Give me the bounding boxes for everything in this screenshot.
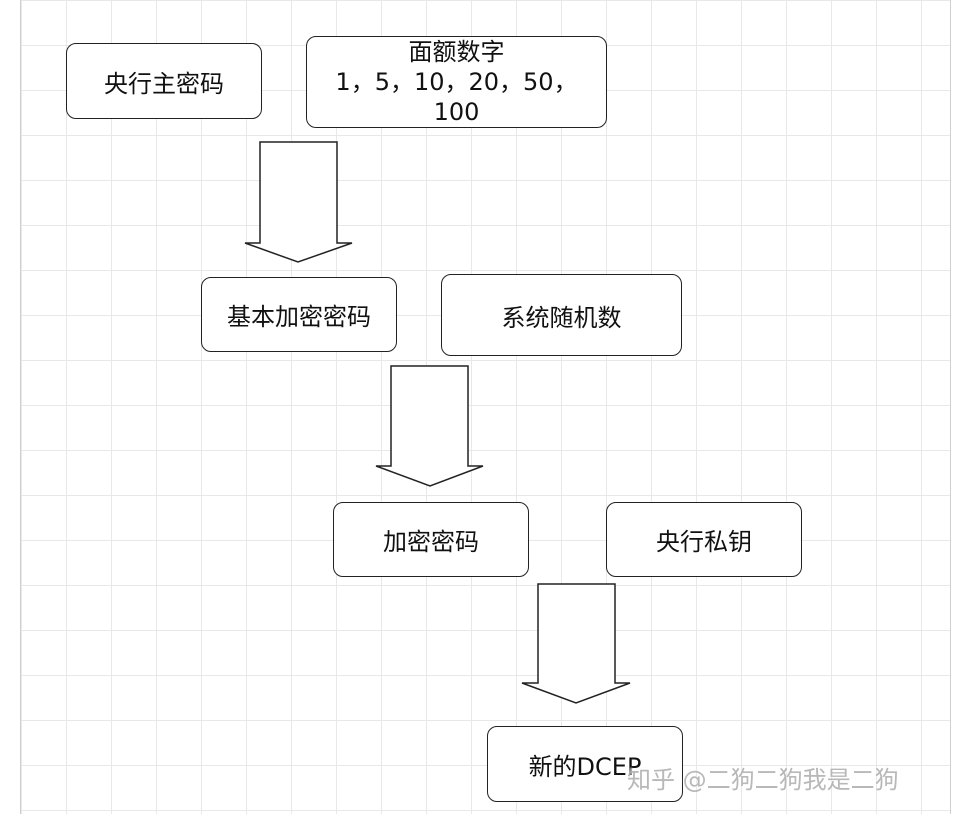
node-title: 面额数字 — [408, 38, 505, 66]
node-label: 加密密码 — [383, 528, 479, 556]
node-encryption-key: 加密密码 — [333, 502, 529, 577]
node-values-line1: 1，5，10，20，50， — [335, 68, 578, 96]
node-label: 新的DCEP — [528, 752, 642, 781]
node-label: 基本加密密码 — [227, 303, 371, 331]
node-label: 系统随机数 — [501, 303, 622, 332]
node-label: 央行主密码 — [104, 69, 224, 98]
diagram-canvas — [20, 0, 951, 814]
node-central-master-key: 央行主密码 — [66, 43, 262, 119]
node-new-dcep: 新的DCEP — [487, 726, 683, 802]
node-denomination: 面额数字 1，5，10，20，50， 100 — [306, 36, 607, 128]
node-label: 央行私钥 — [656, 528, 752, 556]
node-values-line2: 100 — [433, 98, 480, 126]
node-system-random-number: 系统随机数 — [441, 274, 682, 356]
watermark-text: 知乎 @二狗二狗我是二狗 — [627, 766, 899, 794]
node-central-private-key: 央行私钥 — [606, 502, 802, 577]
node-basic-encryption-key: 基本加密密码 — [201, 277, 397, 352]
